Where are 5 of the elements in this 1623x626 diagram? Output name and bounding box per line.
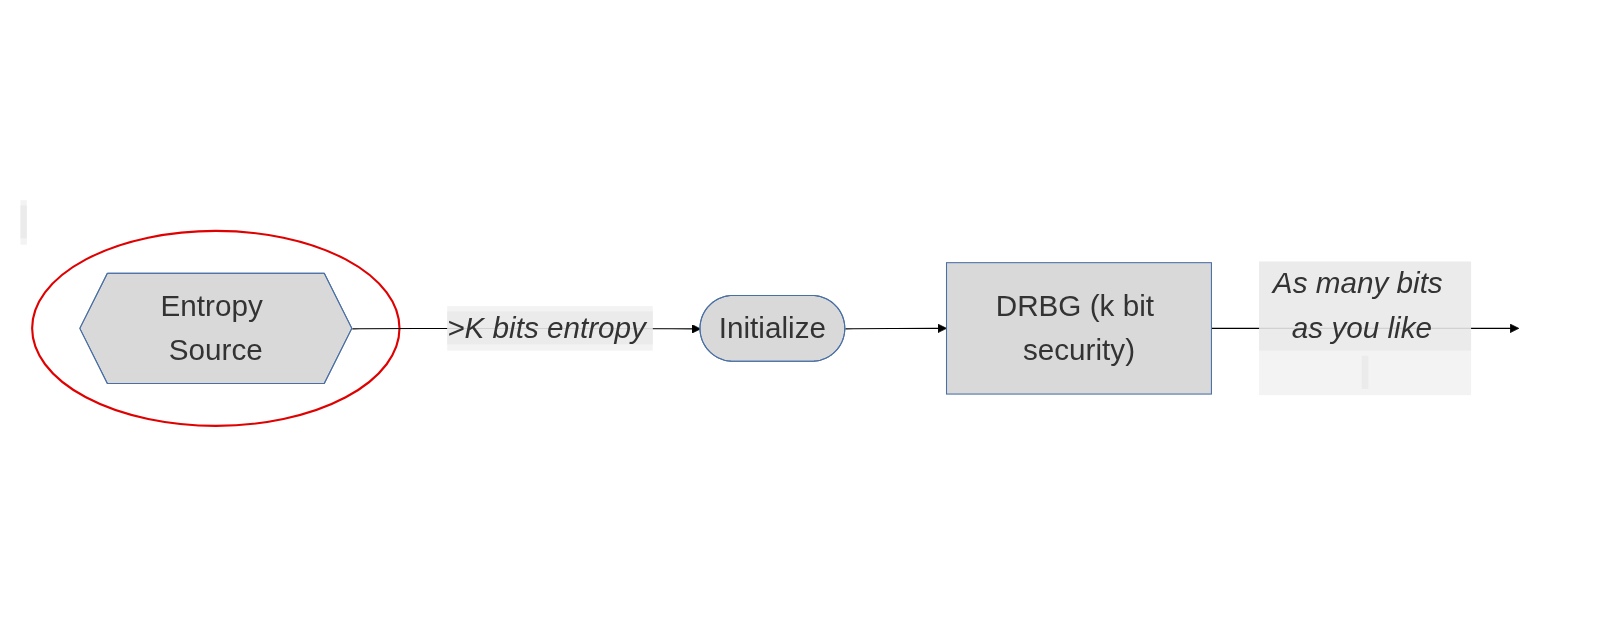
cluster	[30, 229, 401, 427]
edge-label: As many bits as you like	[1272, 266, 1443, 345]
node-box: DRBG (k bit security)	[945, 262, 1212, 395]
edge-label: >K bits entropy	[446, 311, 646, 345]
arrow	[844, 323, 947, 334]
